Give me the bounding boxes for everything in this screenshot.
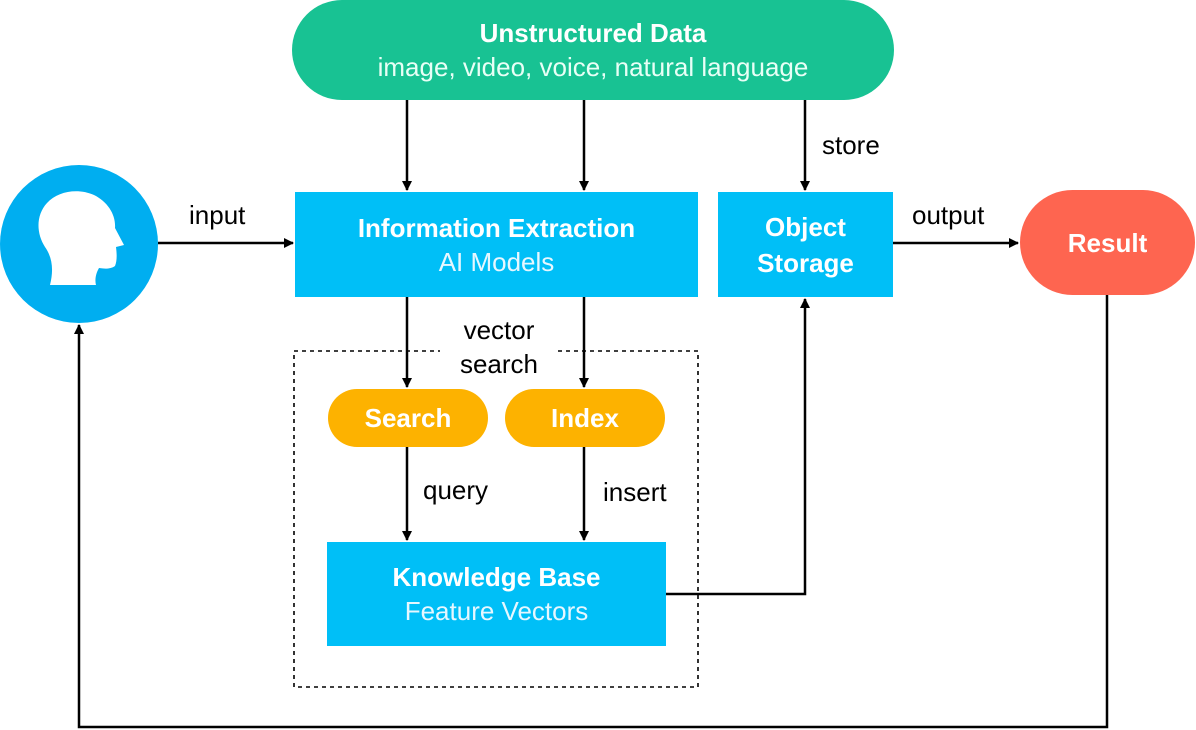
index-node: Index — [505, 389, 665, 447]
vector-search-label-line1: vector — [463, 315, 535, 345]
vector-search-label-line2: search — [459, 349, 539, 379]
edge-knowledge-to-storage — [666, 298, 810, 596]
unstructured-data-subtitle: image, video, voice, natural language — [377, 52, 809, 82]
search-title: Search — [364, 403, 452, 433]
output-label: output — [912, 200, 985, 230]
user-node — [0, 165, 158, 323]
information-extraction-subtitle: AI Models — [438, 246, 555, 277]
object-storage-title-line1: Object — [765, 211, 846, 242]
object-storage-node: Object Storage — [718, 192, 893, 297]
result-title: Result — [1067, 227, 1148, 258]
information-extraction-title: Information Extraction — [357, 212, 636, 243]
unstructured-data-node: Unstructured Data image, video, voice, n… — [292, 0, 894, 100]
edge-result-to-user — [74, 295, 1109, 729]
knowledge-base-subtitle: Feature Vectors — [404, 596, 589, 626]
index-title: Index — [551, 403, 619, 433]
knowledge-base-title: Knowledge Base — [392, 562, 601, 592]
object-storage-title-line2: Storage — [757, 247, 854, 278]
information-extraction-node: Information Extraction AI Models — [295, 192, 698, 297]
query-label: query — [423, 475, 489, 505]
user-head-icon — [38, 191, 124, 285]
vector-search-label: vector search — [440, 313, 558, 381]
input-label: input — [189, 200, 246, 230]
search-node: Search — [328, 389, 488, 447]
result-node: Result — [1020, 190, 1195, 295]
knowledge-base-node: Knowledge Base Feature Vectors — [327, 542, 666, 646]
store-label: store — [822, 130, 880, 160]
unstructured-data-title: Unstructured Data — [479, 18, 707, 48]
insert-label: insert — [603, 477, 667, 507]
